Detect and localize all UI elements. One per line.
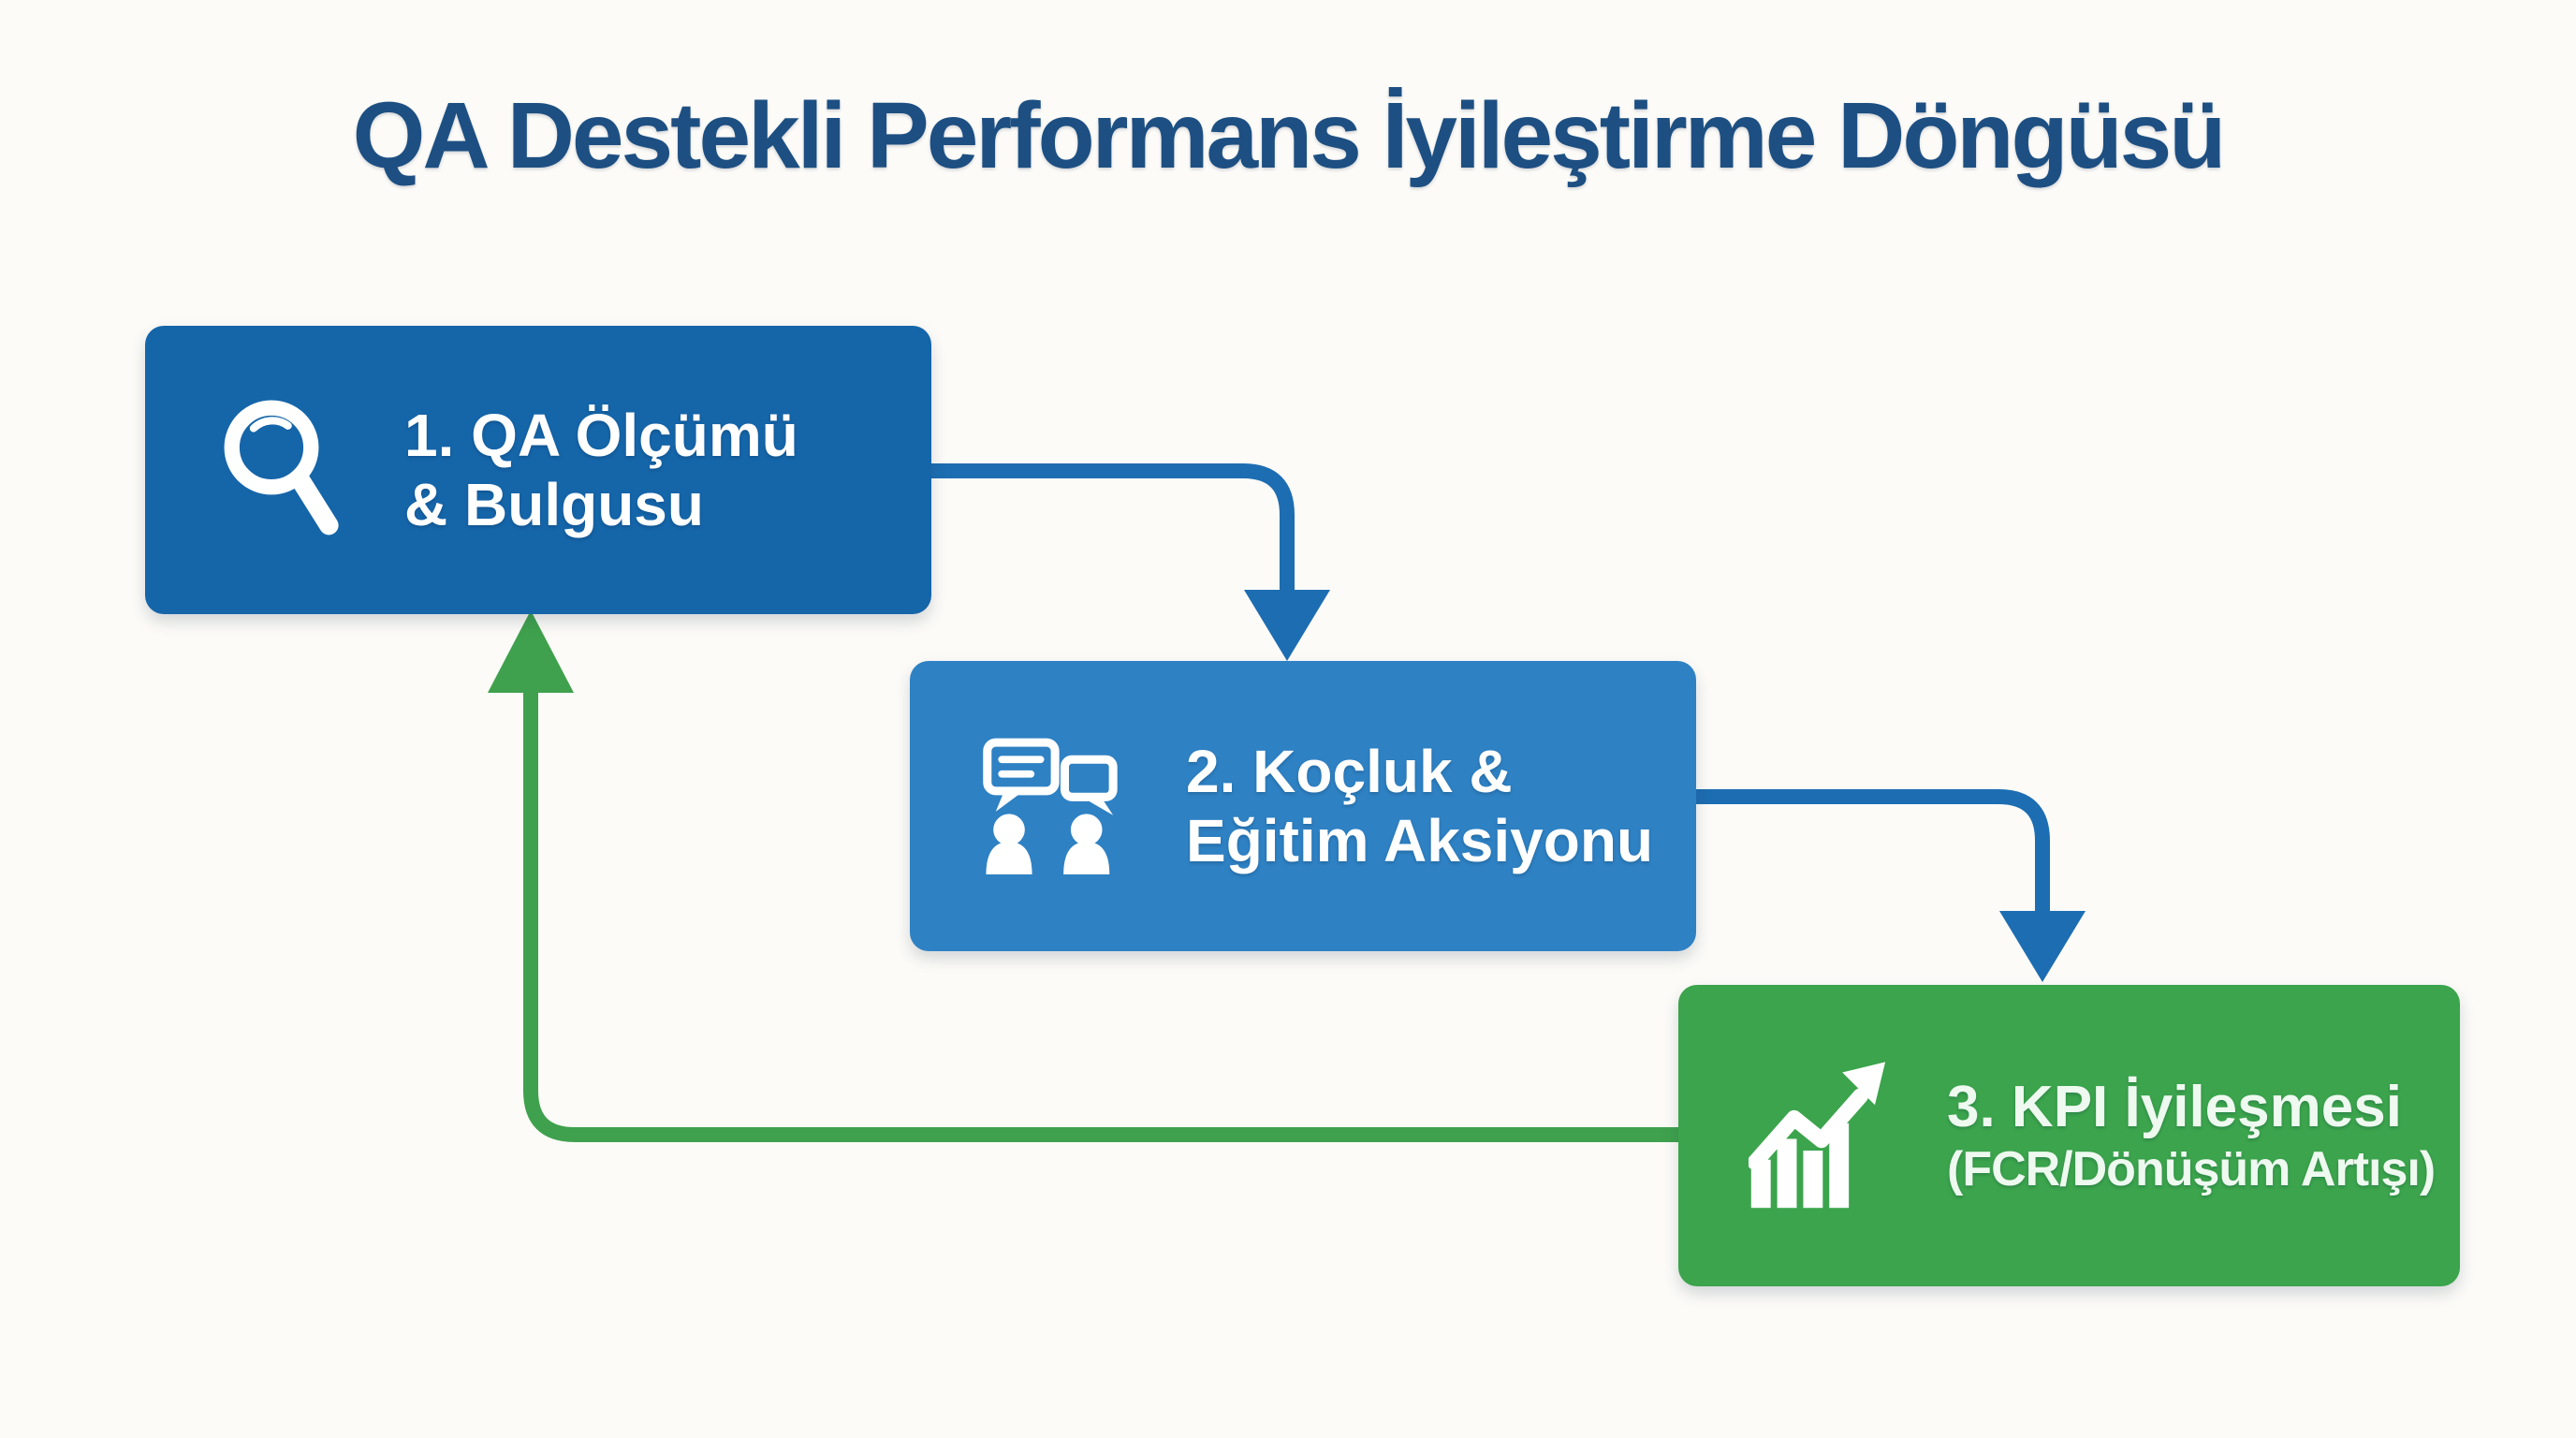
- page-title: QA Destekli Performans İyileştirme Döngü…: [352, 83, 2227, 188]
- step-2-label-line-2: Eğitim Aksiyonu: [1186, 807, 1654, 874]
- arrowhead-down-icon: [1244, 590, 1330, 661]
- step-3-label-line-1: 3. KPI İyileşmesi: [1947, 1074, 2402, 1139]
- step-1-label-line-2: & Bulgusu: [404, 471, 704, 538]
- step-1-label-line-1: 1. QA Ölçümü: [404, 401, 798, 469]
- step-1-qa-measurement-card: 1. QA Ölçümü & Bulgusu: [145, 326, 931, 614]
- step-3-label: 3. KPI İyileşmesi (FCR/Dönüşüm Artışı): [1947, 1074, 2436, 1197]
- step-2-coaching-training-card: 2. Koçluk & Eğitim Aksiyonu: [910, 661, 1696, 951]
- arrow-step1-to-step2: [922, 463, 1330, 661]
- arrow-step3-to-step1: [488, 610, 1685, 1142]
- step-3-kpi-improvement-card: 3. KPI İyileşmesi (FCR/Dönüşüm Artışı): [1678, 985, 2460, 1286]
- growth-chart-arrow-icon: [1749, 1061, 1898, 1211]
- arrowhead-up-icon: [488, 610, 574, 693]
- arrowhead-down-icon: [1999, 911, 2086, 982]
- step-3-label-line-2: (FCR/Dönüşüm Artışı): [1947, 1141, 2436, 1196]
- magnifier-search-icon: [215, 393, 356, 548]
- arrow-step2-to-step3: [1685, 789, 2086, 982]
- coaching-chat-people-icon: [980, 736, 1137, 876]
- step-2-label: 2. Koçluk & Eğitim Aksiyonu: [1186, 737, 1653, 875]
- step-2-label-line-1: 2. Koçluk &: [1186, 737, 1513, 805]
- step-1-label: 1. QA Ölçümü & Bulgusu: [404, 401, 798, 539]
